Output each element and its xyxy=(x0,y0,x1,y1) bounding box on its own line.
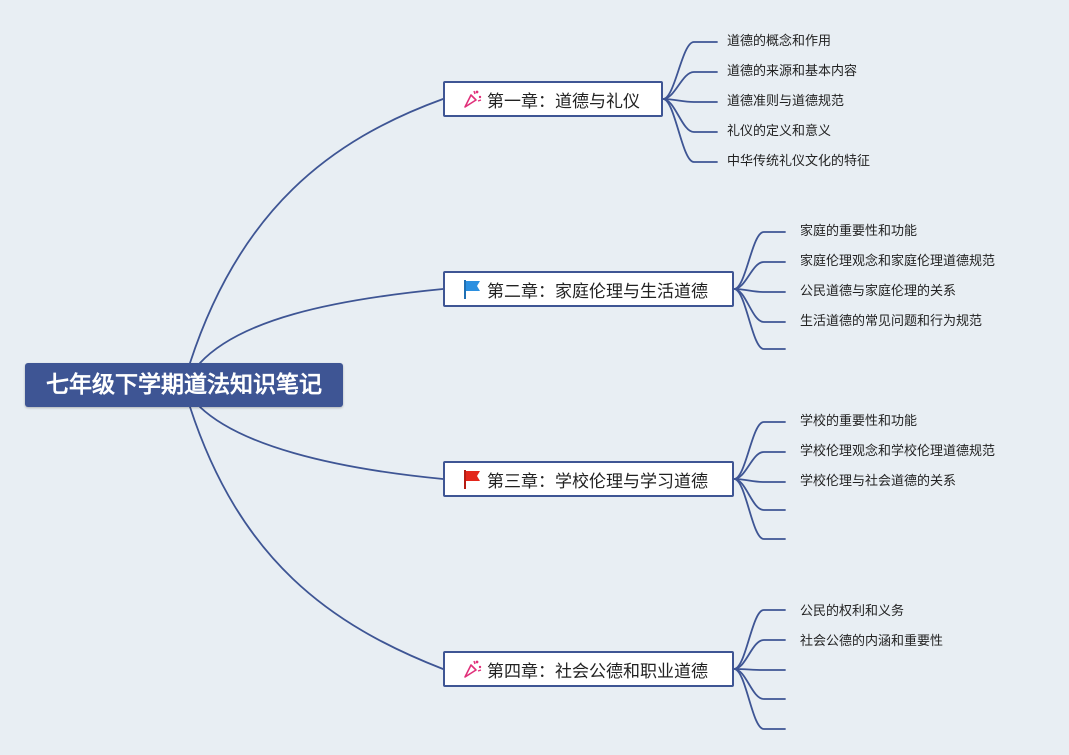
connector-root-branch-4 xyxy=(189,406,444,670)
connector-branch-1-topic-3 xyxy=(662,98,718,103)
connector-branch-4-topic-4 xyxy=(733,668,786,700)
connector-branch-2-topic-3 xyxy=(733,288,786,293)
red-flag-icon xyxy=(461,468,483,490)
topic-2-4[interactable]: 生活道德的常见问题和行为规范 xyxy=(800,314,983,329)
connector-branch-4-topic-5 xyxy=(733,668,786,730)
connector-branch-2-topic-1 xyxy=(733,231,786,290)
connector-branch-2-topic-5 xyxy=(733,288,786,350)
root-topic[interactable]: 七年级下学期道法知识笔记 xyxy=(25,363,343,407)
connector-branch-1-topic-5 xyxy=(662,98,718,163)
topic-1-2[interactable]: 道德的来源和基本内容 xyxy=(727,64,858,79)
branch-chapter-3[interactable]: 第三章：学校伦理与学习道德 xyxy=(443,461,734,497)
connector-branch-2-topic-4 xyxy=(733,288,786,323)
connector-branch-4-topic-1 xyxy=(733,609,786,670)
topic-4-2[interactable]: 社会公德的内涵和重要性 xyxy=(800,634,944,649)
topic-2-3[interactable]: 公民道德与家庭伦理的关系 xyxy=(800,284,957,299)
connector-branch-3-topic-1 xyxy=(733,421,786,480)
topic-1-5[interactable]: 中华传统礼仪文化的特征 xyxy=(727,154,871,169)
topic-1-1[interactable]: 道德的概念和作用 xyxy=(727,34,832,49)
branch-label: 第四章：社会公德和职业道德 xyxy=(487,661,708,682)
branch-label: 第三章：学校伦理与学习道德 xyxy=(487,471,708,492)
topic-1-4[interactable]: 礼仪的定义和意义 xyxy=(727,124,832,139)
topic-3-3[interactable]: 学校伦理与社会道德的关系 xyxy=(800,474,957,489)
connector-root-branch-1 xyxy=(189,98,444,364)
branch-chapter-2[interactable]: 第二章：家庭伦理与生活道德 xyxy=(443,271,734,307)
connector-branch-2-topic-2 xyxy=(733,261,786,290)
connector-root-branch-2 xyxy=(199,288,444,364)
topic-3-2[interactable]: 学校伦理观念和学校伦理道德规范 xyxy=(800,444,996,459)
connector-branch-1-topic-2 xyxy=(662,71,718,100)
topic-4-1[interactable]: 公民的权利和义务 xyxy=(800,604,905,619)
connector-branch-1-topic-4 xyxy=(662,98,718,133)
connector-branch-3-topic-5 xyxy=(733,478,786,540)
blue-flag-icon xyxy=(461,278,483,300)
connector-branch-3-topic-4 xyxy=(733,478,786,511)
connector-branch-1-topic-1 xyxy=(662,41,718,100)
topic-2-2[interactable]: 家庭伦理观念和家庭伦理道德规范 xyxy=(800,254,996,269)
branch-chapter-1[interactable]: 第一章：道德与礼仪 xyxy=(443,81,663,117)
party-popper-icon xyxy=(461,658,483,680)
connector-branch-4-topic-3 xyxy=(733,668,786,671)
topic-3-1[interactable]: 学校的重要性和功能 xyxy=(800,414,918,429)
branch-label: 第二章：家庭伦理与生活道德 xyxy=(487,281,708,302)
branch-label: 第一章：道德与礼仪 xyxy=(487,91,640,112)
connector-branch-3-topic-2 xyxy=(733,451,786,480)
connector-branch-3-topic-3 xyxy=(733,478,786,483)
topic-1-3[interactable]: 道德准则与道德规范 xyxy=(727,94,845,109)
connector-root-branch-3 xyxy=(199,406,444,480)
connector-branch-4-topic-2 xyxy=(733,639,786,670)
topic-2-1[interactable]: 家庭的重要性和功能 xyxy=(800,224,918,239)
party-popper-icon xyxy=(461,88,483,110)
branch-chapter-4[interactable]: 第四章：社会公德和职业道德 xyxy=(443,651,734,687)
